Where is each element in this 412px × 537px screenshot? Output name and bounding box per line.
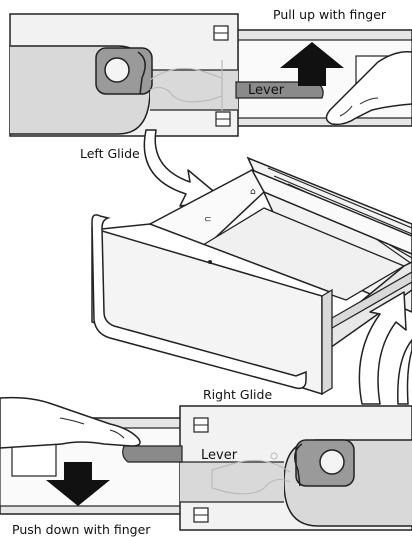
right-glide-slot-bottom: [193, 507, 209, 523]
right-glide-lever: [122, 445, 183, 463]
curved-arrow-icon: [358, 291, 407, 405]
push-down-caption: Push down with finger: [12, 522, 151, 537]
left-glide-channel-strip: [150, 70, 238, 110]
right-glide-rivet: [319, 449, 345, 475]
lever-label-top: Lever: [248, 83, 285, 98]
drawer-handle: [91, 214, 307, 390]
warming-drawer: ⊂ ⌂: [91, 156, 412, 396]
svg-text:⌂: ⌂: [250, 187, 256, 197]
lever-label-bottom: Lever: [201, 448, 238, 463]
left-glide-rivet: [104, 57, 130, 83]
left-glide-caption: Left Glide: [80, 146, 140, 161]
right-glide-lever-outline: [211, 459, 291, 495]
pull-up-caption: Pull up with finger: [273, 7, 387, 22]
right-glide-detail: [0, 396, 412, 531]
drawer-right-glide-rail: [331, 271, 412, 330]
right-glide-caption: Right Glide: [203, 387, 273, 402]
right-glide-slot-top: [193, 417, 209, 433]
left-glide-detail: [9, 13, 412, 137]
arrow-down-icon: [46, 462, 110, 506]
left-glide-slot-bottom: [215, 111, 231, 127]
left-glide-lever-outline: [149, 67, 223, 103]
arrow-up-icon: [280, 42, 344, 86]
curved-arrow-icon: [143, 129, 225, 207]
pull-up-finger: [325, 50, 412, 126]
svg-text:⊂: ⊂: [204, 215, 212, 225]
push-down-finger: [0, 396, 141, 449]
left-glide-slot-top: [213, 25, 229, 41]
